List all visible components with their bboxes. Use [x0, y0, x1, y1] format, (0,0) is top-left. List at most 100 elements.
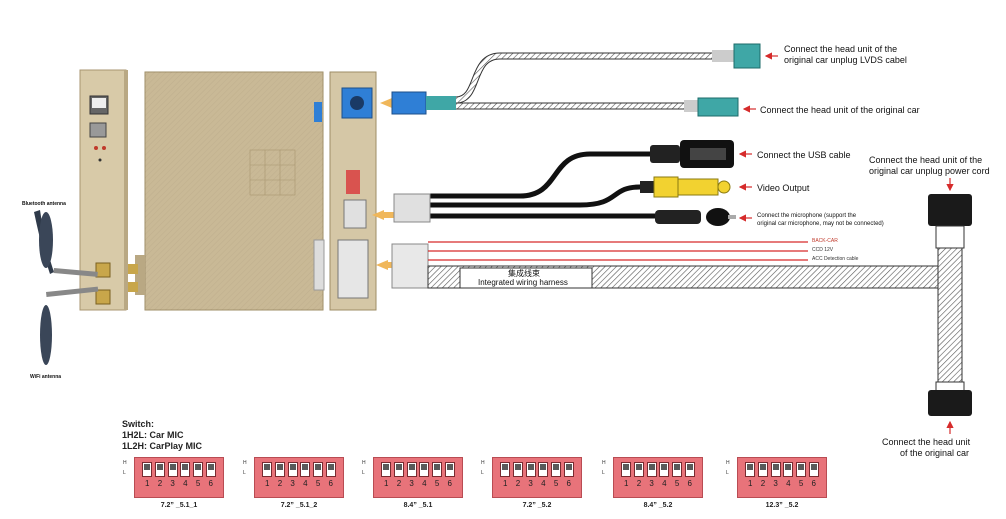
connector-panel: [313, 71, 377, 311]
power-connector: [391, 243, 429, 289]
dip-slot: [393, 462, 404, 477]
bottom-head-unit-label-line2: of the original car: [900, 448, 970, 458]
dip-h-label: H: [243, 460, 247, 466]
power-cord-label-line1: Connect the head unit of the: [869, 155, 983, 165]
dip-knob: [810, 464, 817, 470]
dip-slot: [538, 462, 549, 477]
dip-number: 1: [265, 479, 270, 488]
dip-knob: [434, 464, 441, 470]
dip-l-label: L: [602, 470, 605, 476]
dip-number: 3: [649, 479, 654, 488]
dip-number: 6: [811, 479, 816, 488]
dip-slot: [646, 462, 657, 477]
dip-knob: [540, 464, 547, 470]
dip-slot: [563, 462, 574, 477]
dip-knob: [156, 464, 163, 470]
dip-slot: [142, 462, 152, 477]
switch-line-carplay-mic: 1L2H: CarPlay MIC: [122, 441, 203, 451]
dip-knob: [302, 464, 309, 470]
dip-knob: [565, 464, 572, 470]
usb-av-connector: [393, 193, 431, 223]
power-cord-connector-bottom: [928, 381, 972, 416]
head-unit-label: Connect the head unit of the original ca…: [760, 105, 920, 115]
dip-number: 3: [290, 479, 295, 488]
dip-slot: [783, 462, 794, 477]
dip-number: 4: [662, 479, 667, 488]
dip-slot: [381, 462, 391, 477]
dip-slot: [300, 462, 311, 477]
dip-knob: [207, 464, 214, 470]
dip-number: 4: [422, 479, 427, 488]
dip-knob: [623, 464, 629, 470]
dip-number: 4: [786, 479, 791, 488]
dip-slot: [325, 462, 336, 477]
dip-knob: [446, 464, 453, 470]
dip-number: 5: [434, 479, 440, 488]
dip-slot: [512, 462, 523, 477]
lvds-end-connector-head-unit: [684, 97, 739, 117]
dip-number: 2: [396, 479, 402, 488]
dip-slot: [757, 462, 768, 477]
dip-slot: [770, 462, 781, 477]
switch-legend: Switch: 1H2L: Car MIC 1L2H: CarPlay MIC: [122, 419, 202, 452]
dip-knob: [144, 464, 150, 470]
acc-label: ACC Detection cable: [812, 256, 859, 262]
dip-number: 1: [503, 479, 508, 488]
dip-number: 2: [760, 479, 766, 488]
dip-caption: 7.2” _5.2: [522, 502, 552, 509]
power-cord-label-line2: original car unplug power cord: [869, 166, 990, 176]
dip-number: 6: [328, 479, 333, 488]
dip-knob: [327, 464, 334, 470]
video-cable: [430, 184, 641, 208]
side-panel-box: [79, 69, 128, 311]
dip-number: 6: [687, 479, 692, 488]
dip-caption: 7.2” _5.1_2: [280, 502, 318, 509]
dip-number: 2: [636, 479, 642, 488]
dip-slot: [313, 462, 324, 477]
dip-number: 5: [798, 479, 804, 488]
dip-knob: [502, 464, 508, 470]
dip-caption: 8.4” _5.1: [403, 502, 433, 509]
dip-number: 6: [447, 479, 452, 488]
dip-knob: [747, 464, 753, 470]
dip-caption: 12.3” _5.2: [765, 502, 799, 509]
dip-knob: [785, 464, 792, 470]
dip-knob: [686, 464, 693, 470]
dip-slot: [205, 462, 216, 477]
dip-number: 3: [170, 479, 175, 488]
usb-label: Connect the USB cable: [757, 150, 851, 160]
dip-slot: [287, 462, 298, 477]
dip-slot: [796, 462, 807, 477]
bluetooth-antenna-icon: [34, 210, 98, 277]
wifi-antenna-icon: [40, 286, 99, 365]
dip-h-label: H: [602, 460, 606, 466]
dip-knob: [169, 464, 176, 470]
dip-number: 1: [624, 479, 629, 488]
dip-number: 2: [157, 479, 163, 488]
dip-l-label: L: [243, 470, 246, 476]
dip-l-label: L: [481, 470, 484, 476]
dip-knob: [182, 464, 189, 470]
dip-number: 5: [195, 479, 201, 488]
dip-knob: [553, 464, 560, 470]
dip-h-label: H: [362, 460, 366, 466]
dip-knob: [421, 464, 428, 470]
integrated-harness: [427, 247, 963, 383]
dip-l-label: L: [362, 470, 365, 476]
video-output-label: Video Output: [757, 183, 810, 193]
dip-knob: [759, 464, 766, 470]
dip-number: 5: [553, 479, 559, 488]
lvds-end-connector-top: [712, 43, 761, 69]
harness-label-cn: 集成线束: [508, 269, 540, 278]
dip-number: 1: [748, 479, 753, 488]
dip-l-label: L: [726, 470, 729, 476]
ccd-label: CCD 12V: [812, 247, 834, 253]
dip-slot: [419, 462, 430, 477]
dip-slot: [500, 462, 510, 477]
dip-knob: [383, 464, 389, 470]
switch-title: Switch:: [122, 419, 155, 429]
